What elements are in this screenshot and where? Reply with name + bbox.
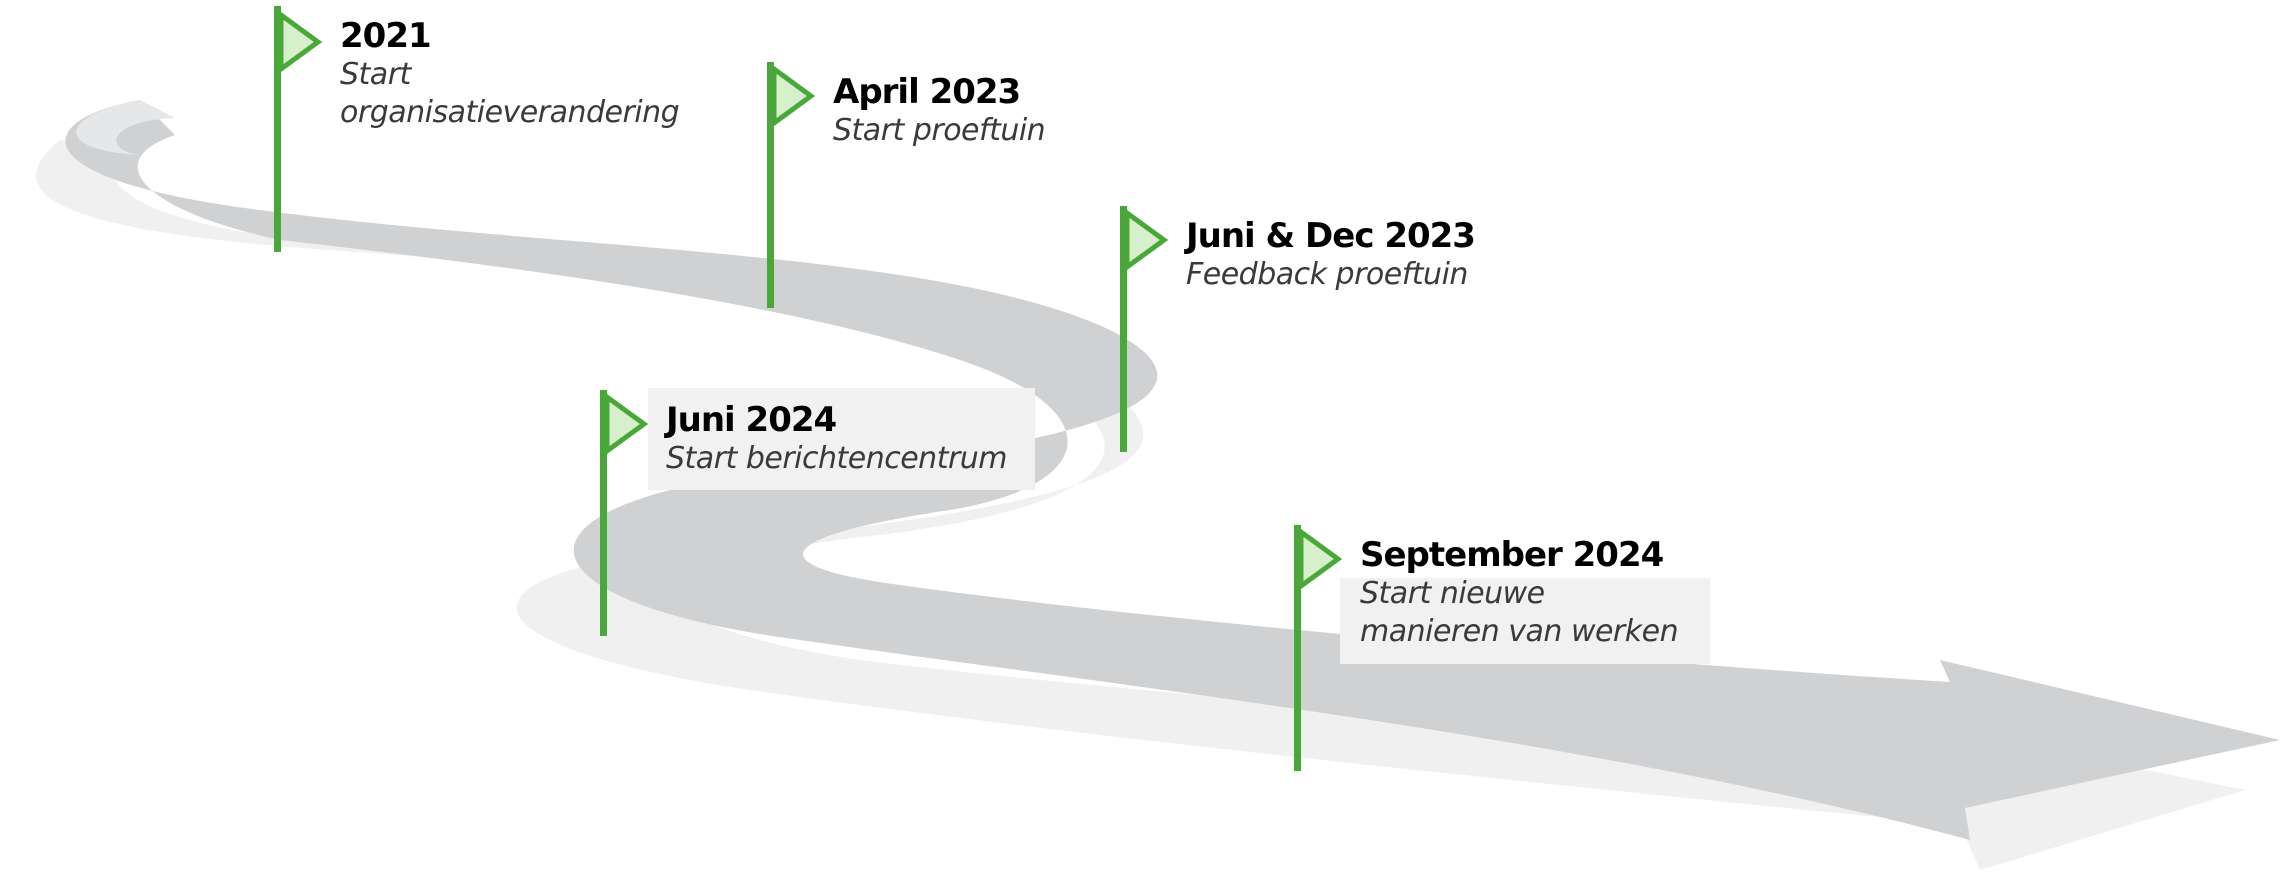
milestone-label: Juni & Dec 2023 Feedback proeftuin (1186, 216, 1476, 294)
milestone-description: Start proeftuin (833, 113, 1046, 148)
flag-icon (604, 394, 649, 454)
milestone-label: 2021 Start organisatieverandering (340, 16, 720, 132)
milestone-date: September 2024 (1360, 535, 1664, 575)
road-body (65, 100, 2281, 840)
road-shadow (36, 140, 2246, 870)
milestone-date: Juni 2024 (666, 400, 837, 440)
flag-icon (278, 12, 323, 72)
label-backdrop-september-2024 (1340, 578, 1710, 664)
milestone-date: April 2023 (833, 72, 1021, 112)
flag-pole (1120, 206, 1127, 452)
milestone-date: 2021 (340, 16, 432, 56)
flag-pole (767, 62, 774, 308)
flag-icon (1298, 529, 1343, 589)
milestone-description: Feedback proeftuin (1186, 257, 1468, 292)
flag-pole (600, 390, 607, 636)
milestone-label: April 2023 Start proeftuin (833, 72, 1046, 150)
label-backdrop-juni-2024 (648, 388, 1035, 490)
flag-pole (1294, 525, 1301, 771)
milestone-description: Start organisatieverandering (340, 57, 680, 130)
milestone-description: Start nieuwe manieren van werken (1360, 576, 1679, 649)
flag-pole (274, 6, 281, 252)
milestone-label: September 2024 Start nieuwe manieren van… (1360, 535, 1690, 651)
flag-icon (1124, 210, 1169, 270)
flag-icon (771, 66, 816, 126)
road-highlight (76, 100, 175, 155)
milestone-label: Juni 2024 Start berichtencentrum (666, 400, 1008, 478)
milestone-date: Juni & Dec 2023 (1186, 216, 1476, 256)
milestone-description: Start berichtencentrum (666, 441, 1008, 476)
